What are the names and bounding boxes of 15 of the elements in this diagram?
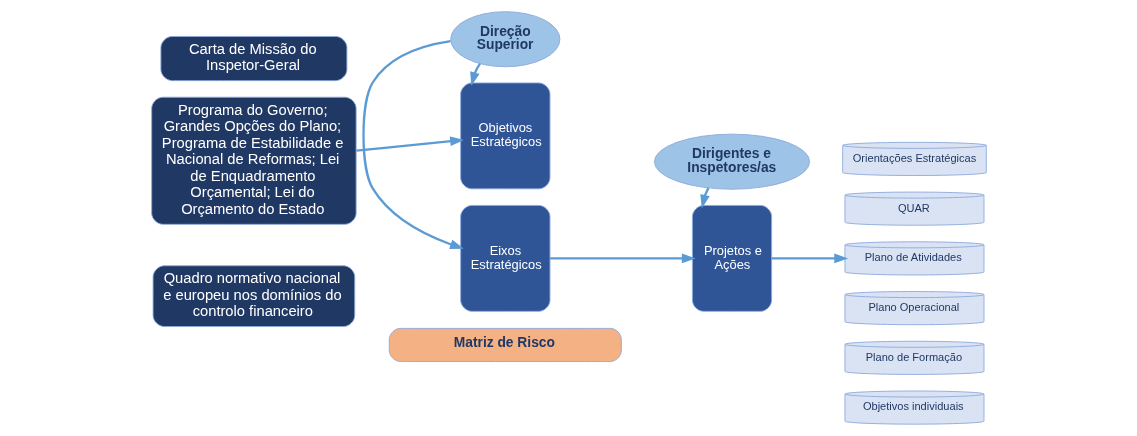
node-ellipse: Direção Superior — [449, 11, 560, 68]
node-box: Quadro normativo nacional e europeu nos domínios do controlo financeiro — [152, 265, 355, 327]
node-box: Objetivos Estratégicos — [459, 82, 550, 190]
arrow — [699, 187, 710, 209]
node-box: Projetos e Ações — [691, 204, 772, 312]
arrow — [469, 63, 481, 86]
node-box: Programa do Governo; Grandes Opções do Plano; Programa de Estabilidade e Nacional de Reformas; Lei de Enquadramento Orçamental; Lei do Orçamento do Estado — [150, 96, 357, 225]
node-box: Matriz de Risco — [388, 327, 622, 362]
node-box: Eixos Estratégicos — [459, 204, 550, 312]
arrow — [355, 136, 464, 152]
node-ellipse: Dirigentes e Inspetores/as — [653, 133, 810, 190]
arrow — [361, 40, 464, 249]
arrow — [771, 253, 848, 264]
node-box: Carta de Missão do Inspetor-Geral — [159, 36, 347, 82]
arrow — [549, 253, 696, 264]
